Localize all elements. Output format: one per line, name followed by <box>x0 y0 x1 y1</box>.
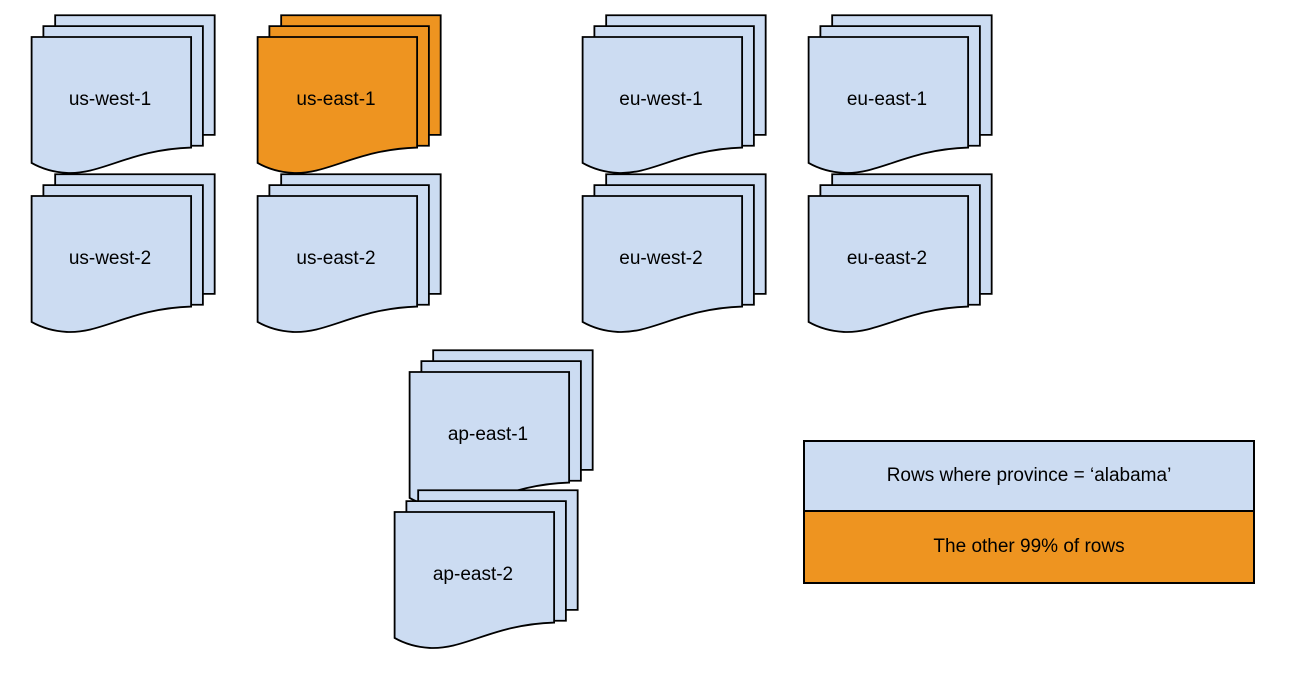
shard-stack-shape-us-east-2 <box>256 173 442 333</box>
shard-stack-us-east-2[interactable]: us-east-2 <box>248 173 453 341</box>
shard-stack-shape-eu-east-2 <box>807 173 993 333</box>
legend-label-orange: The other 99% of rows <box>933 536 1125 557</box>
shard-stack-us-west-2[interactable]: us-west-2 <box>22 173 227 341</box>
shard-card <box>256 195 419 333</box>
legend-label-blue: Rows where province = ‘alabama’ <box>886 465 1172 486</box>
shard-card <box>30 36 193 174</box>
shard-card <box>581 195 744 333</box>
shard-card <box>408 371 571 509</box>
legend: Rows where province = ‘alabama’ The othe… <box>803 440 1255 584</box>
shard-stack-eu-west-2[interactable]: eu-west-2 <box>573 173 778 341</box>
shard-card <box>581 36 744 174</box>
shard-card <box>256 36 419 174</box>
shard-stack-shape-us-east-1 <box>256 14 442 174</box>
shard-stack-ap-east-1[interactable]: ap-east-1 <box>400 349 605 517</box>
shard-card <box>30 195 193 333</box>
shard-card <box>807 195 970 333</box>
legend-row-orange: The other 99% of rows <box>805 512 1253 582</box>
shard-stack-us-west-1[interactable]: us-west-1 <box>22 14 227 182</box>
legend-row-blue: Rows where province = ‘alabama’ <box>805 442 1253 512</box>
shard-stack-shape-us-west-2 <box>30 173 216 333</box>
shard-stack-us-east-1[interactable]: us-east-1 <box>248 14 453 182</box>
shard-card <box>393 511 556 649</box>
shard-stack-eu-west-1[interactable]: eu-west-1 <box>573 14 778 182</box>
shard-stack-eu-east-2[interactable]: eu-east-2 <box>799 173 1004 341</box>
shard-stack-shape-ap-east-2 <box>393 489 579 649</box>
shard-stack-shape-eu-west-2 <box>581 173 767 333</box>
shard-stack-shape-us-west-1 <box>30 14 216 174</box>
shard-card <box>807 36 970 174</box>
shard-stack-eu-east-1[interactable]: eu-east-1 <box>799 14 1004 182</box>
shard-stack-shape-ap-east-1 <box>408 349 594 509</box>
shard-stack-shape-eu-west-1 <box>581 14 767 174</box>
shard-stack-ap-east-2[interactable]: ap-east-2 <box>385 489 590 657</box>
shard-stack-shape-eu-east-1 <box>807 14 993 174</box>
